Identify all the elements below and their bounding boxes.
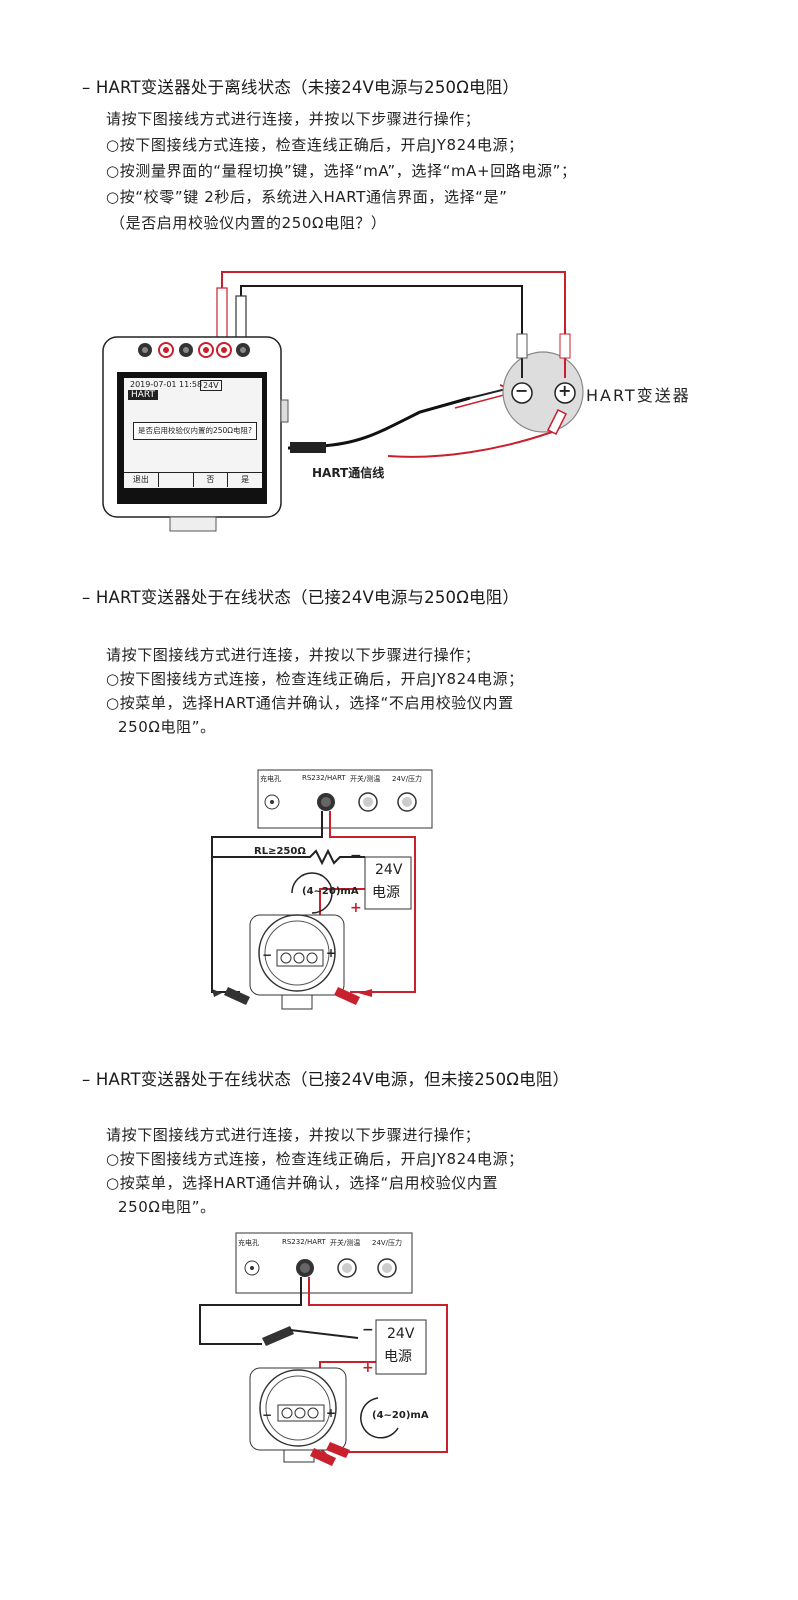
section2-title: – HART变送器处于在线状态（已接24V电源与250Ω电阻） [82, 588, 520, 607]
psu-power-label-2: 电源 [384, 1349, 412, 1365]
terminal-plus-label-2: + [326, 1406, 337, 1420]
terminal-plus-label: + [326, 946, 337, 960]
screen-mode: HART [128, 390, 159, 400]
psu-minus-label-2: − [362, 1322, 374, 1338]
terminal-minus-label: − [262, 948, 273, 962]
port-switch-label-2: 开关/测温 [330, 1239, 361, 1247]
section3-line-3: ○按菜单，选择HART通信并确认，选择“启用校验仪内置 [106, 1174, 499, 1192]
section3-title: – HART变送器处于在线状态（已接24V电源，但未接250Ω电阻） [82, 1070, 570, 1089]
psu-minus-label: − [350, 848, 362, 864]
port-24v-label: 24V/压力 [392, 775, 423, 783]
port-charge-label-2: 充电孔 [238, 1239, 259, 1247]
online-with-resistor-diagram [211, 769, 433, 1010]
screen-dialog: 是否启用校验仪内置的250Ω电阻? [133, 422, 257, 440]
port-charge-label: 充电孔 [260, 775, 281, 783]
online-without-resistor-diagram [199, 1232, 448, 1466]
section1-title: – HART变送器处于离线状态（未接24V电源与250Ω电阻） [82, 78, 520, 97]
current-label-2: (4~20)mA [372, 1410, 429, 1421]
screen-battery: 24V [200, 380, 222, 391]
port-24v-label-2: 24V/压力 [372, 1239, 403, 1247]
plus-terminal-label: + [558, 381, 572, 400]
section2-line-1: 请按下图接线方式进行连接，并按以下步骤进行操作； [106, 646, 481, 664]
port-rs232-label: RS232/HART [302, 774, 346, 782]
terminal-minus-label-2: − [262, 1408, 273, 1422]
softkey-blank[interactable] [159, 473, 194, 487]
psu-plus-label-2: + [362, 1360, 374, 1376]
current-label: (4~20)mA [302, 886, 359, 897]
section1-line-4: ○按“校零”键 2秒后，系统进入HART通信界面，选择“是” [106, 188, 508, 206]
port-switch-label: 开关/测温 [350, 775, 381, 783]
section1-line-1: 请按下图接线方式进行连接，并按以下步骤进行操作； [106, 110, 481, 128]
device-label: HART变送器 [586, 386, 691, 405]
hart-cable-label: HART通信线 [312, 466, 385, 480]
psu-24v-label-2: 24V [387, 1326, 415, 1342]
section2-line-4: 250Ω电阻”。 [118, 718, 216, 736]
section3-line-4: 250Ω电阻”。 [118, 1198, 216, 1216]
psu-24v-label: 24V [375, 862, 403, 878]
softkey-exit[interactable]: 退出 [124, 473, 159, 487]
screen-status: 2019-07-01 11:58 [130, 380, 203, 389]
psu-plus-label: + [350, 900, 362, 916]
section1-line-5: （是否启用校验仪内置的250Ω电阻？） [110, 214, 387, 232]
section3-line-2: ○按下图接线方式连接，检查连线正确后，开启JY824电源； [106, 1150, 524, 1168]
section2-line-2: ○按下图接线方式连接，检查连线正确后，开启JY824电源； [106, 670, 524, 688]
section1-line-3: ○按测量界面的“量程切换”键，选择“mA”，选择“mA+回路电源”； [106, 162, 577, 180]
softkey-no[interactable]: 否 [194, 473, 229, 487]
section3-line-1: 请按下图接线方式进行连接，并按以下步骤进行操作； [106, 1126, 481, 1144]
section1-line-2: ○按下图接线方式连接，检查连线正确后，开启JY824电源； [106, 136, 524, 154]
minus-terminal-label: − [515, 381, 529, 400]
resistor-label: RL≥250Ω [254, 846, 306, 857]
section2-line-3: ○按菜单，选择HART通信并确认，选择“不启用校验仪内置 [106, 694, 514, 712]
psu-power-label: 电源 [372, 885, 400, 901]
softkey-yes[interactable]: 是 [241, 475, 250, 484]
port-rs232-label-2: RS232/HART [282, 1238, 326, 1246]
screen-softkeys: 退出 否 是 [124, 472, 262, 487]
